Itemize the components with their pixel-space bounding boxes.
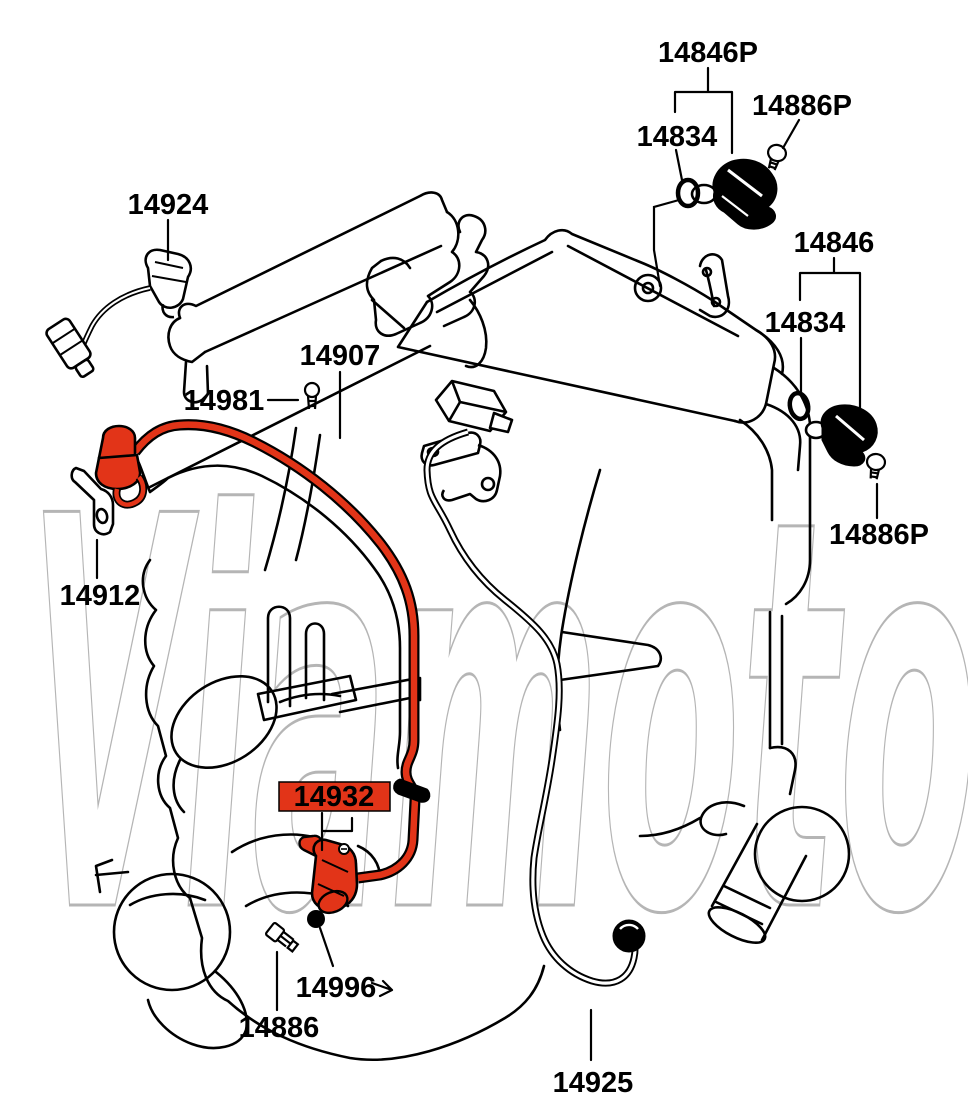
part-label-14846P: 14846P <box>658 37 758 69</box>
cam-sensor-top <box>690 158 778 230</box>
cam-sensor-right <box>804 404 878 467</box>
part-label-14834-right: 14834 <box>765 307 846 339</box>
part-label-14834-top: 14834 <box>637 121 718 153</box>
oil-pressure-switch-wire <box>423 428 646 987</box>
crank-sensor <box>298 834 359 915</box>
watermark-text: Viamoto <box>28 405 968 1033</box>
harness-connector <box>94 424 148 509</box>
oring-top-part <box>675 177 701 209</box>
part-label-14924: 14924 <box>128 189 209 221</box>
part-label-14886P-right: 14886P <box>829 519 929 551</box>
part-label-14886P-top: 14886P <box>752 90 852 122</box>
leader-lines <box>95 66 879 1062</box>
knock-sensor <box>45 248 192 379</box>
part-label-14886: 14886 <box>239 1012 320 1044</box>
part-labels: 14846P 14886P 14834 14924 14846 14834 14… <box>60 37 929 1099</box>
part-label-14846: 14846 <box>794 227 875 259</box>
part-label-14981: 14981 <box>184 385 265 417</box>
part-label-14912: 14912 <box>60 580 141 612</box>
small-bolt-14981 <box>303 381 321 410</box>
oring-right-part <box>787 390 811 422</box>
part-label-14907: 14907 <box>300 340 381 372</box>
crank-sensor-harness-highlight <box>94 419 431 915</box>
highlight-label-box <box>278 781 391 812</box>
crank-bolt-icon <box>264 921 300 953</box>
part-label-14996: 14996 <box>296 972 377 1004</box>
part-label-14932-highlighted: 14932 <box>294 781 375 813</box>
part-label-14925: 14925 <box>553 1067 634 1099</box>
harness-bracket-part <box>70 466 115 536</box>
crank-oring-part <box>307 910 325 928</box>
